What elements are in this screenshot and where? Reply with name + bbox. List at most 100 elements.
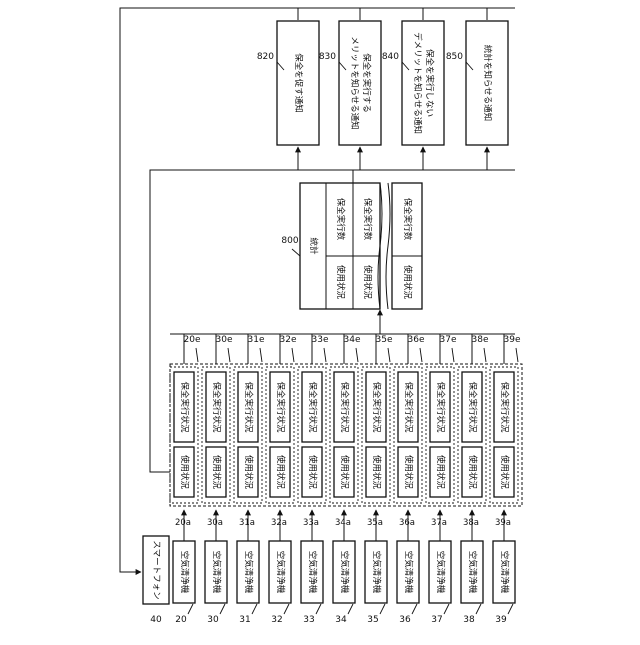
maint-label: 保全実行状況 [435,381,446,433]
usage-label: 使用状況 [179,455,190,490]
stats-break-2 [386,183,390,309]
stats-usage-3: 使用状況 [402,265,413,300]
device-ref-leader [316,604,321,614]
status-ref-e-leader [196,348,198,362]
device-ref-leader [412,604,417,614]
usage-label: 使用状況 [339,455,350,490]
device-ref-leader [348,604,353,614]
device-ref-leader [444,604,449,614]
status-ref-e: 20e [184,335,201,345]
device-ref-leader [476,604,481,614]
status-ref-e-leader [452,348,454,362]
purifier-label: 空気清浄機 [307,551,318,594]
device-ref: 32 [271,615,282,625]
purifier-label: 空気清浄機 [467,551,478,594]
notification-box [402,21,444,145]
purifier-label: 空気清浄機 [339,551,350,594]
notification-text: 保全を実行する [361,53,372,113]
status-ref-e: 31e [248,335,265,345]
stats-count-1: 保全実行数 [335,198,346,241]
usage-label: 使用状況 [403,455,414,490]
maint-label: 保全実行状況 [211,381,222,433]
maint-label: 保全実行状況 [243,381,254,433]
device-ref-leader [220,604,225,614]
status-ref-e: 34e [344,335,361,345]
purifier-label: 空気清浄機 [435,551,446,594]
usage-label: 使用状況 [243,455,254,490]
status-ref-e: 38e [472,335,489,345]
device-ref: 30 [207,615,219,625]
maint-label: 保全実行状況 [467,381,478,433]
maint-label: 保全実行状況 [307,381,318,433]
device-ref: 35 [367,615,378,625]
usage-label: 使用状況 [435,455,446,490]
notification-ref-leader [277,62,284,70]
notification-ref: 850 [446,52,463,62]
device-ref: 39 [495,615,507,625]
device-ref: 38 [463,615,475,625]
notification-box [339,21,381,145]
device-ref-leader [188,604,193,614]
status-ref-e-leader [324,348,326,362]
maint-label: 保全実行状況 [371,381,382,433]
notification-ref-leader [466,62,473,70]
notification-text: 保全を実行しない [424,49,435,117]
status-ref-a: 31a [239,518,255,528]
device-ref: 33 [303,615,314,625]
status-ref-e: 36e [408,335,425,345]
status-ref-e-leader [516,348,518,362]
purifier-label: 空気清浄機 [211,551,222,594]
purifier-label: 空気清浄機 [243,551,254,594]
maint-label: 保全実行状況 [179,381,190,433]
usage-label: 使用状況 [371,455,382,490]
notification-text: デメリットを知らせる通知 [412,32,423,134]
purifier-label: 空気清浄機 [179,551,190,594]
status-ref-e-leader [484,348,486,362]
status-ref-a: 30a [207,518,223,528]
device-ref-leader [380,604,385,614]
stats-count-3: 保全実行数 [402,198,413,241]
usage-label: 使用状況 [275,455,286,490]
purifier-label: 空気清浄機 [371,551,382,594]
maint-label: 保全実行状況 [339,381,350,433]
status-ref-e: 35e [376,335,393,345]
status-ref-e: 33e [312,335,329,345]
device-ref: 37 [431,615,442,625]
status-ref-e-leader [228,348,230,362]
status-ref-e-leader [420,348,422,362]
stats-count-2: 保全実行数 [362,198,373,241]
smartphone-label: スマートフォン [151,540,161,599]
status-ref-a: 20a [175,518,191,528]
notification-ref-leader [402,62,409,70]
device-ref-leader [284,604,289,614]
status-ref-e: 30e [216,335,233,345]
maint-label: 保全実行状況 [499,381,510,433]
status-ref-e-leader [356,348,358,362]
usage-label: 使用状況 [467,455,478,490]
maint-label: 保全実行状況 [275,381,286,433]
device-ref-leader [508,604,513,614]
status-ref-e-leader [388,348,390,362]
notification-ref-leader [339,62,346,70]
device-ref: 34 [335,615,347,625]
notification-text: 保全を促す通知 [293,53,304,113]
status-ref-a: 39a [495,518,511,528]
status-ref-e: 37e [440,335,457,345]
stats-usage-1: 使用状況 [335,265,346,300]
stats-title: 統計 [308,237,319,255]
purifier-label: 空気清浄機 [403,551,414,594]
stats-usage-2: 使用状況 [362,265,373,300]
status-ref-a: 36a [399,518,415,528]
status-ref-a: 32a [271,518,287,528]
usage-label: 使用状況 [211,455,222,490]
notification-ref: 820 [257,52,274,62]
device-ref: 31 [239,615,250,625]
status-ref-a: 33a [303,518,319,528]
purifier-label: 空気清浄機 [275,551,286,594]
device-ref: 36 [399,615,411,625]
maint-label: 保全実行状況 [403,381,414,433]
device-ref: 20 [175,615,187,625]
notification-ref: 830 [319,52,336,62]
